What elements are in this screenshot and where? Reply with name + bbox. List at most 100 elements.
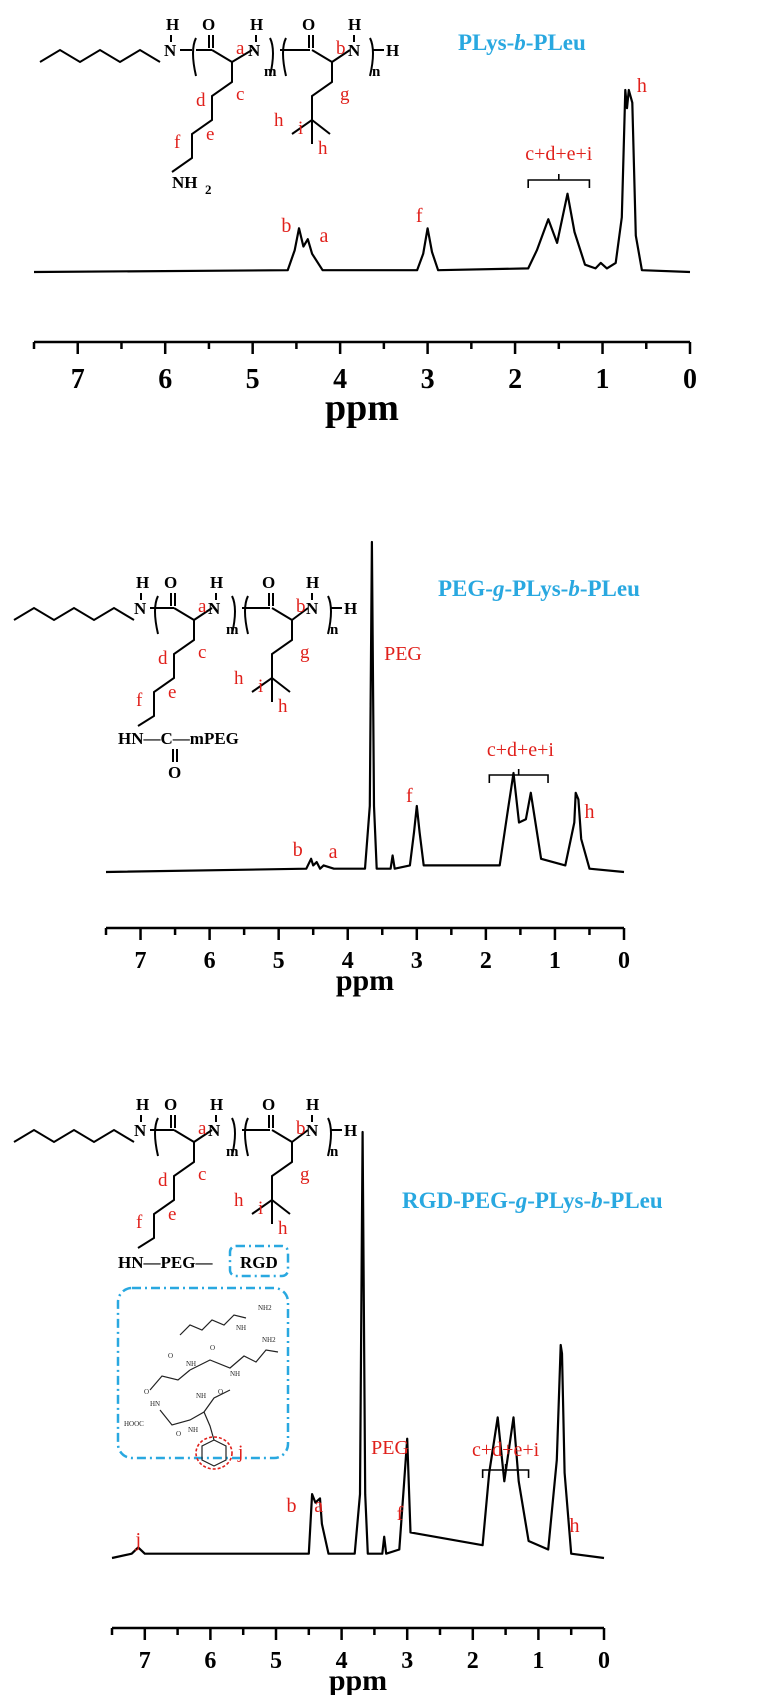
struct-carbonyl-o3: O [168, 763, 181, 782]
chemical-structure-2: N H O N H m O N H n [13, 573, 357, 782]
x-tick-label: 0 [618, 948, 630, 974]
struct-letter-g: g [300, 642, 310, 663]
struct-letter-d: d [196, 90, 206, 111]
x-tick-label: 6 [204, 948, 216, 974]
struct-end-h: H [386, 41, 399, 60]
x-tick-label: 1 [532, 1648, 544, 1674]
rgd-hn: HN [150, 1400, 160, 1408]
struct-letter-c: c [198, 642, 206, 663]
peak-label: c+d+e+i [525, 143, 593, 165]
rgd-nh-d: NH [196, 1392, 206, 1400]
chart-title-2: PEG-g-PLys-b-PLeu [438, 576, 640, 601]
struct-h2: H [210, 573, 223, 592]
struct-letter-b: b [336, 38, 346, 59]
struct-amide-h: H [136, 573, 149, 592]
struct-letter-a: a [198, 1118, 207, 1139]
chemical-structure-3: N H O N H m O N H n [13, 1095, 357, 1272]
struct-subscript-m: m [226, 1144, 239, 1160]
x-tick-label: 5 [270, 1648, 282, 1674]
peak-label: a [329, 841, 338, 863]
struct-n3: N [306, 1121, 319, 1140]
struct-letter-d: d [158, 648, 168, 669]
x-tick-label: 2 [467, 1648, 479, 1674]
struct-amide-n: N [134, 1121, 147, 1140]
peak-label: f [406, 785, 413, 807]
struct-letters-1: a b c d e f g h i h [174, 38, 350, 159]
spectrum-trace-2 [105, 540, 625, 874]
struct-letter-h2: h [278, 696, 288, 717]
struct-letter-e: e [206, 124, 214, 145]
struct-amide-n: N [134, 599, 147, 618]
struct-amide-n: N [164, 41, 177, 60]
peak-label: b [287, 1495, 297, 1517]
peak-group-bracket [488, 769, 549, 783]
x-tick-label: 2 [508, 364, 522, 395]
struct-letter-i: i [258, 676, 263, 697]
x-axis-label: ppm [336, 964, 394, 997]
struct-letter-b: b [296, 1118, 306, 1139]
peak-group-bracket [481, 1464, 530, 1478]
peak-label: j [134, 1529, 141, 1551]
struct-subscript-n: n [330, 1144, 339, 1160]
struct-h3: H [306, 573, 319, 592]
rgd-nh-e: NH [188, 1426, 198, 1434]
x-tick-label: 3 [411, 948, 423, 974]
x-tick-label: 0 [683, 364, 697, 395]
struct-n2: N [208, 1121, 221, 1140]
struct-letter-a: a [236, 38, 245, 59]
rgd-nh-a: NH [236, 1324, 246, 1332]
peak-label: a [314, 1495, 323, 1517]
chemical-structure-1: N H O N H m O N H [39, 15, 399, 197]
spectrum-panel-1: N H O N H m O N H [32, 15, 697, 429]
struct-end-h: H [344, 1121, 357, 1140]
struct-letter-a: a [198, 596, 207, 617]
peak-label: h [637, 75, 647, 97]
peak-label: c+d+e+i [472, 1439, 540, 1461]
struct-letter-f: f [174, 132, 181, 153]
struct-sidechain-end: NH [172, 173, 198, 192]
x-tick-label: 7 [135, 948, 147, 974]
struct-amide-h: H [166, 15, 179, 34]
peak-label: b [293, 839, 303, 861]
struct-carbonyl-o2: O [262, 1095, 275, 1114]
struct-h2: H [250, 15, 263, 34]
x-axis-label: ppm [329, 1664, 387, 1695]
phenyl-ring-highlight [195, 1436, 233, 1470]
x-axis-label: ppm [325, 387, 399, 429]
peak-label: h [584, 801, 594, 823]
rgd-nh2-b: NH2 [262, 1336, 276, 1344]
peak-label: PEG [371, 1437, 409, 1459]
x-tick-label: 3 [401, 1648, 413, 1674]
struct-carbonyl-o1: O [202, 15, 215, 34]
x-tick-label: 3 [421, 364, 435, 395]
struct-h3: H [306, 1095, 319, 1114]
struct-subscript-n: n [372, 64, 381, 80]
struct-rgd: RGD [240, 1253, 278, 1272]
struct-letter-h2: h [318, 138, 328, 159]
struct-carbonyl-o1: O [164, 1095, 177, 1114]
struct-letter-c: c [198, 1164, 206, 1185]
x-tick-label: 5 [273, 948, 285, 974]
struct-letter-h1: h [234, 1190, 244, 1211]
x-tick-label: 7 [71, 364, 85, 395]
struct-letter-e: e [168, 682, 176, 703]
struct-letter-g: g [340, 84, 350, 105]
struct-n2: N [248, 41, 261, 60]
struct-letter-i: i [258, 1198, 263, 1219]
x-tick-label: 4 [336, 1648, 348, 1674]
struct-letter-h2: h [278, 1218, 288, 1239]
x-tick-label: 4 [342, 948, 354, 974]
x-tick-label: 1 [596, 364, 610, 395]
rgd-nh2-a: NH2 [258, 1304, 272, 1312]
struct-h2: H [210, 1095, 223, 1114]
peak-label: c+d+e+i [487, 739, 555, 761]
x-tick-label: 1 [549, 948, 561, 974]
struct-letters-3: a b c d e f g h i h [136, 1118, 310, 1239]
struct-carbonyl-o2: O [302, 15, 315, 34]
struct-letter-h1: h [274, 110, 284, 131]
struct-letter-d: d [158, 1170, 168, 1191]
struct-carbonyl-o2: O [262, 573, 275, 592]
struct-letter-h1: h [234, 668, 244, 689]
rgd-nh-b: NH [186, 1360, 196, 1368]
